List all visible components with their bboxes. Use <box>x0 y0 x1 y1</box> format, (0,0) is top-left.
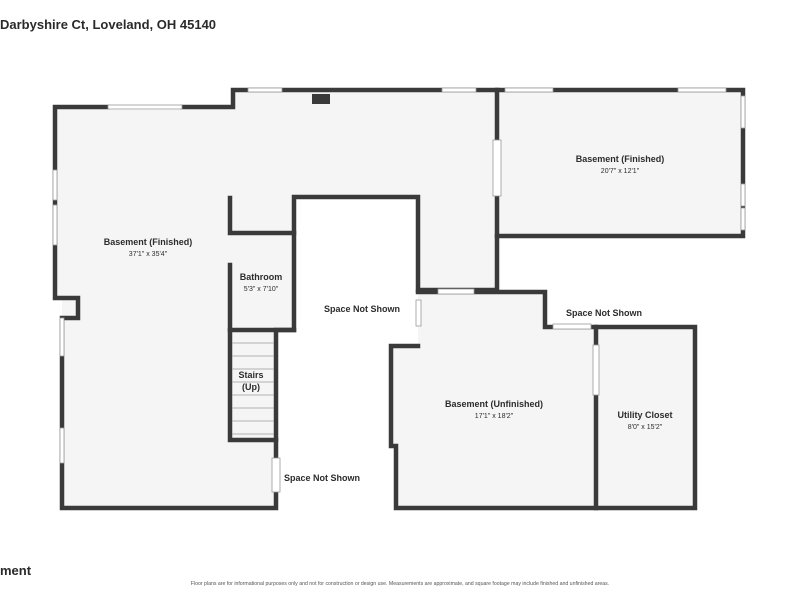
room-basement-finished-side: Basement (Finished) 20'7" x 12'1" <box>576 154 665 175</box>
floor-fills <box>55 90 743 508</box>
room-space-not-shown-center: Space Not Shown <box>324 304 400 314</box>
room-dims: 17'1" x 18'2" <box>475 413 514 420</box>
room-space-not-shown-right: Space Not Shown <box>566 308 642 318</box>
room-name: Stairs <box>238 370 263 380</box>
room-name: Utility Closet <box>617 410 672 420</box>
stairs-treads <box>232 342 274 435</box>
room-basement-unfinished: Basement (Unfinished) 17'1" x 18'2" <box>445 399 543 420</box>
walls <box>52 87 746 511</box>
room-name: Basement (Finished) <box>104 237 193 247</box>
room-name: Bathroom <box>240 272 283 282</box>
room-name: Basement (Unfinished) <box>445 399 543 409</box>
room-utility-closet: Utility Closet 8'0" x 15'2" <box>617 410 672 431</box>
openings <box>52 87 746 493</box>
page-title: Darbyshire Ct, Loveland, OH 45140 <box>0 17 217 32</box>
room-basement-finished-main: Basement (Finished) 37'1" x 35'4" <box>104 237 193 258</box>
room-dims: 5'3" x 7'10" <box>244 286 279 293</box>
room-dims: 20'7" x 12'1" <box>601 168 640 175</box>
room-name: Space Not Shown <box>284 473 360 483</box>
room-name: Space Not Shown <box>566 308 642 318</box>
room-dims: 8'0" x 15'2" <box>628 424 663 431</box>
fireplace-icon <box>312 94 330 104</box>
disclaimer: Floor plans are for informational purpos… <box>190 581 610 587</box>
room-space-not-shown-bottom: Space Not Shown <box>284 473 360 483</box>
room-name: Basement (Finished) <box>576 154 665 164</box>
room-name: Space Not Shown <box>324 304 400 314</box>
room-dims: 37'1" x 35'4" <box>129 251 168 258</box>
room-stairs: Stairs (Up) <box>238 370 263 392</box>
room-bathroom: Bathroom 5'3" x 7'10" <box>240 272 283 293</box>
room-subname: (Up) <box>242 382 260 392</box>
level-label: ment <box>0 563 32 578</box>
